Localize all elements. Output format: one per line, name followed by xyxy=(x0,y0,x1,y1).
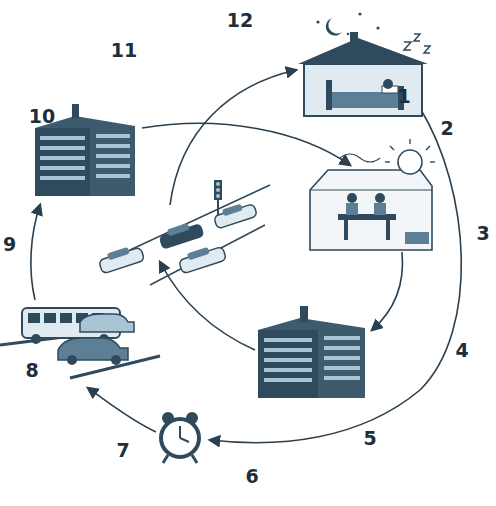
clock-position: 5 xyxy=(363,429,376,449)
callout-number: 8 xyxy=(25,359,38,381)
callout-number: 3 xyxy=(476,222,489,244)
callout-number: 10 xyxy=(29,105,55,127)
clock-position: 10 xyxy=(29,107,55,127)
clock-position: 9 xyxy=(3,235,16,255)
callout-number: 7 xyxy=(116,439,129,461)
callout-number: 12 xyxy=(227,9,253,31)
clock-position: 11 xyxy=(111,41,137,61)
callout-number: 5 xyxy=(363,427,376,449)
callout-number: 6 xyxy=(245,465,258,487)
callout-number: 4 xyxy=(455,339,468,361)
clock-position: 6 xyxy=(245,467,258,487)
clock-position: 8 xyxy=(25,361,38,381)
clock-position: 2 xyxy=(440,119,453,139)
callout-number: 2 xyxy=(440,117,453,139)
callout-number: 11 xyxy=(111,39,137,61)
callout-number: 1 xyxy=(397,85,410,107)
clock-position: 1 xyxy=(397,87,410,107)
clock-position: 7 xyxy=(116,441,129,461)
clock-position: 12 xyxy=(227,11,253,31)
clock-position: 3 xyxy=(476,224,489,244)
callout-number: 9 xyxy=(3,233,16,255)
clock-position: 4 xyxy=(455,341,468,361)
